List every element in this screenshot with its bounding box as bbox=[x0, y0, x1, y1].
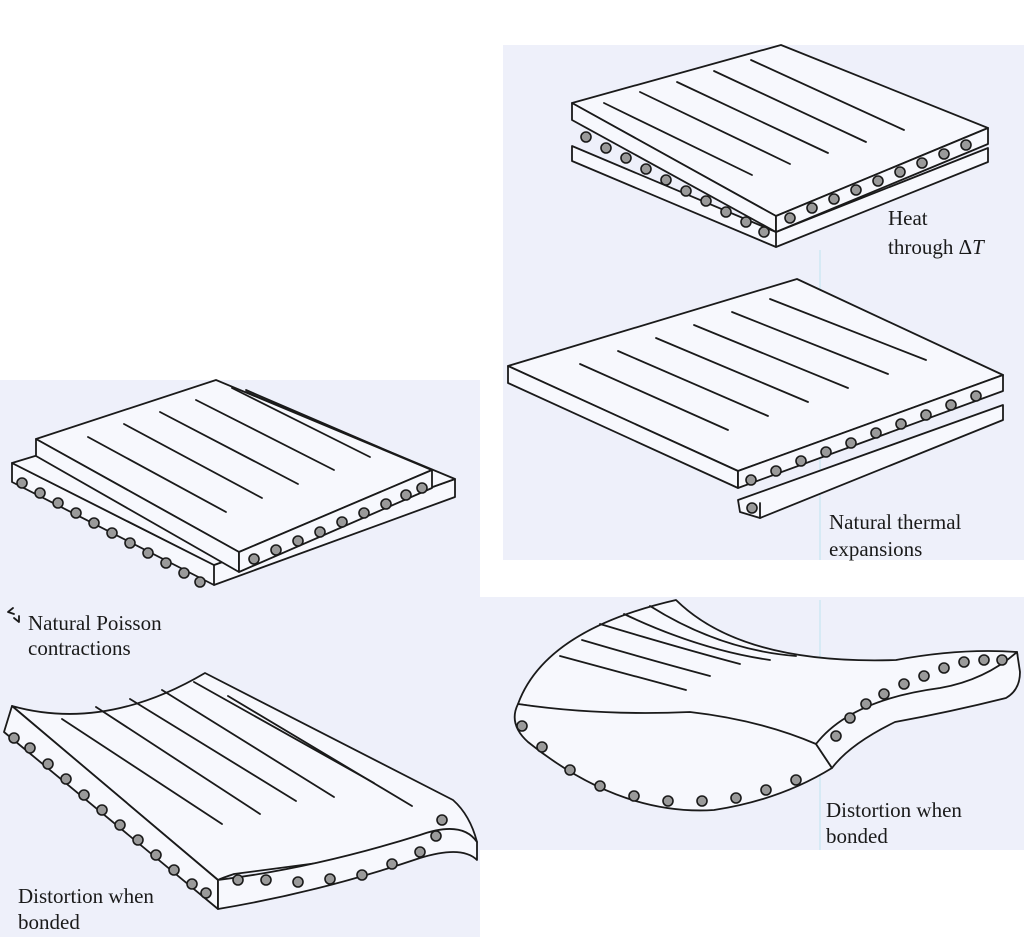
fiber-ends-right bbox=[784, 139, 972, 224]
distortion-left-label-line1: Distortion when bbox=[18, 884, 154, 908]
heat-label-line1: Heat bbox=[888, 206, 928, 230]
fiber-lines bbox=[559, 605, 797, 691]
fiber-lines bbox=[603, 59, 905, 176]
saddle-top bbox=[11, 672, 478, 881]
distortion-left-label-line2: bonded bbox=[18, 910, 80, 934]
poisson-contraction-plies bbox=[11, 379, 456, 588]
fiber-lines bbox=[579, 298, 927, 431]
thermal-expansion-plies bbox=[507, 278, 1004, 519]
lower-ply-side bbox=[737, 404, 1004, 519]
distortion-bonded-left bbox=[3, 672, 478, 910]
stacked-plies-heat bbox=[571, 44, 989, 248]
twist-right-front bbox=[815, 651, 1021, 769]
saddle-front-curve bbox=[217, 828, 478, 910]
fiber-ends-lower-ply bbox=[16, 477, 206, 588]
distortion-right-label-line2: bonded bbox=[826, 824, 888, 848]
fiber-lines bbox=[61, 681, 413, 825]
fiber-ends-lower-ply bbox=[746, 502, 758, 514]
heat-label-line2: through ΔT bbox=[888, 235, 985, 259]
fiber-ends-right bbox=[830, 654, 1008, 742]
upper-ply-right-side bbox=[238, 469, 433, 573]
poisson-label-line1: Natural Poisson bbox=[28, 611, 162, 635]
fiber-lines bbox=[87, 387, 371, 513]
distortion-right-label-line1: Distortion when bbox=[826, 798, 962, 822]
poisson-arrows-icon bbox=[7, 607, 20, 623]
distortion-bonded-right bbox=[513, 599, 1021, 812]
thermal-label-line2: expansions bbox=[829, 537, 922, 561]
fiber-ends-upper-ply bbox=[248, 482, 428, 565]
fiber-ends-left bbox=[8, 732, 212, 899]
thermal-label-line1: Natural thermal bbox=[829, 510, 962, 534]
poisson-label-line2: contractions bbox=[28, 636, 131, 660]
fiber-ends-front bbox=[232, 814, 448, 888]
fiber-ends-upper-ply bbox=[745, 390, 982, 486]
fiber-ends-front bbox=[516, 720, 802, 807]
fiber-ends-left bbox=[580, 131, 770, 238]
